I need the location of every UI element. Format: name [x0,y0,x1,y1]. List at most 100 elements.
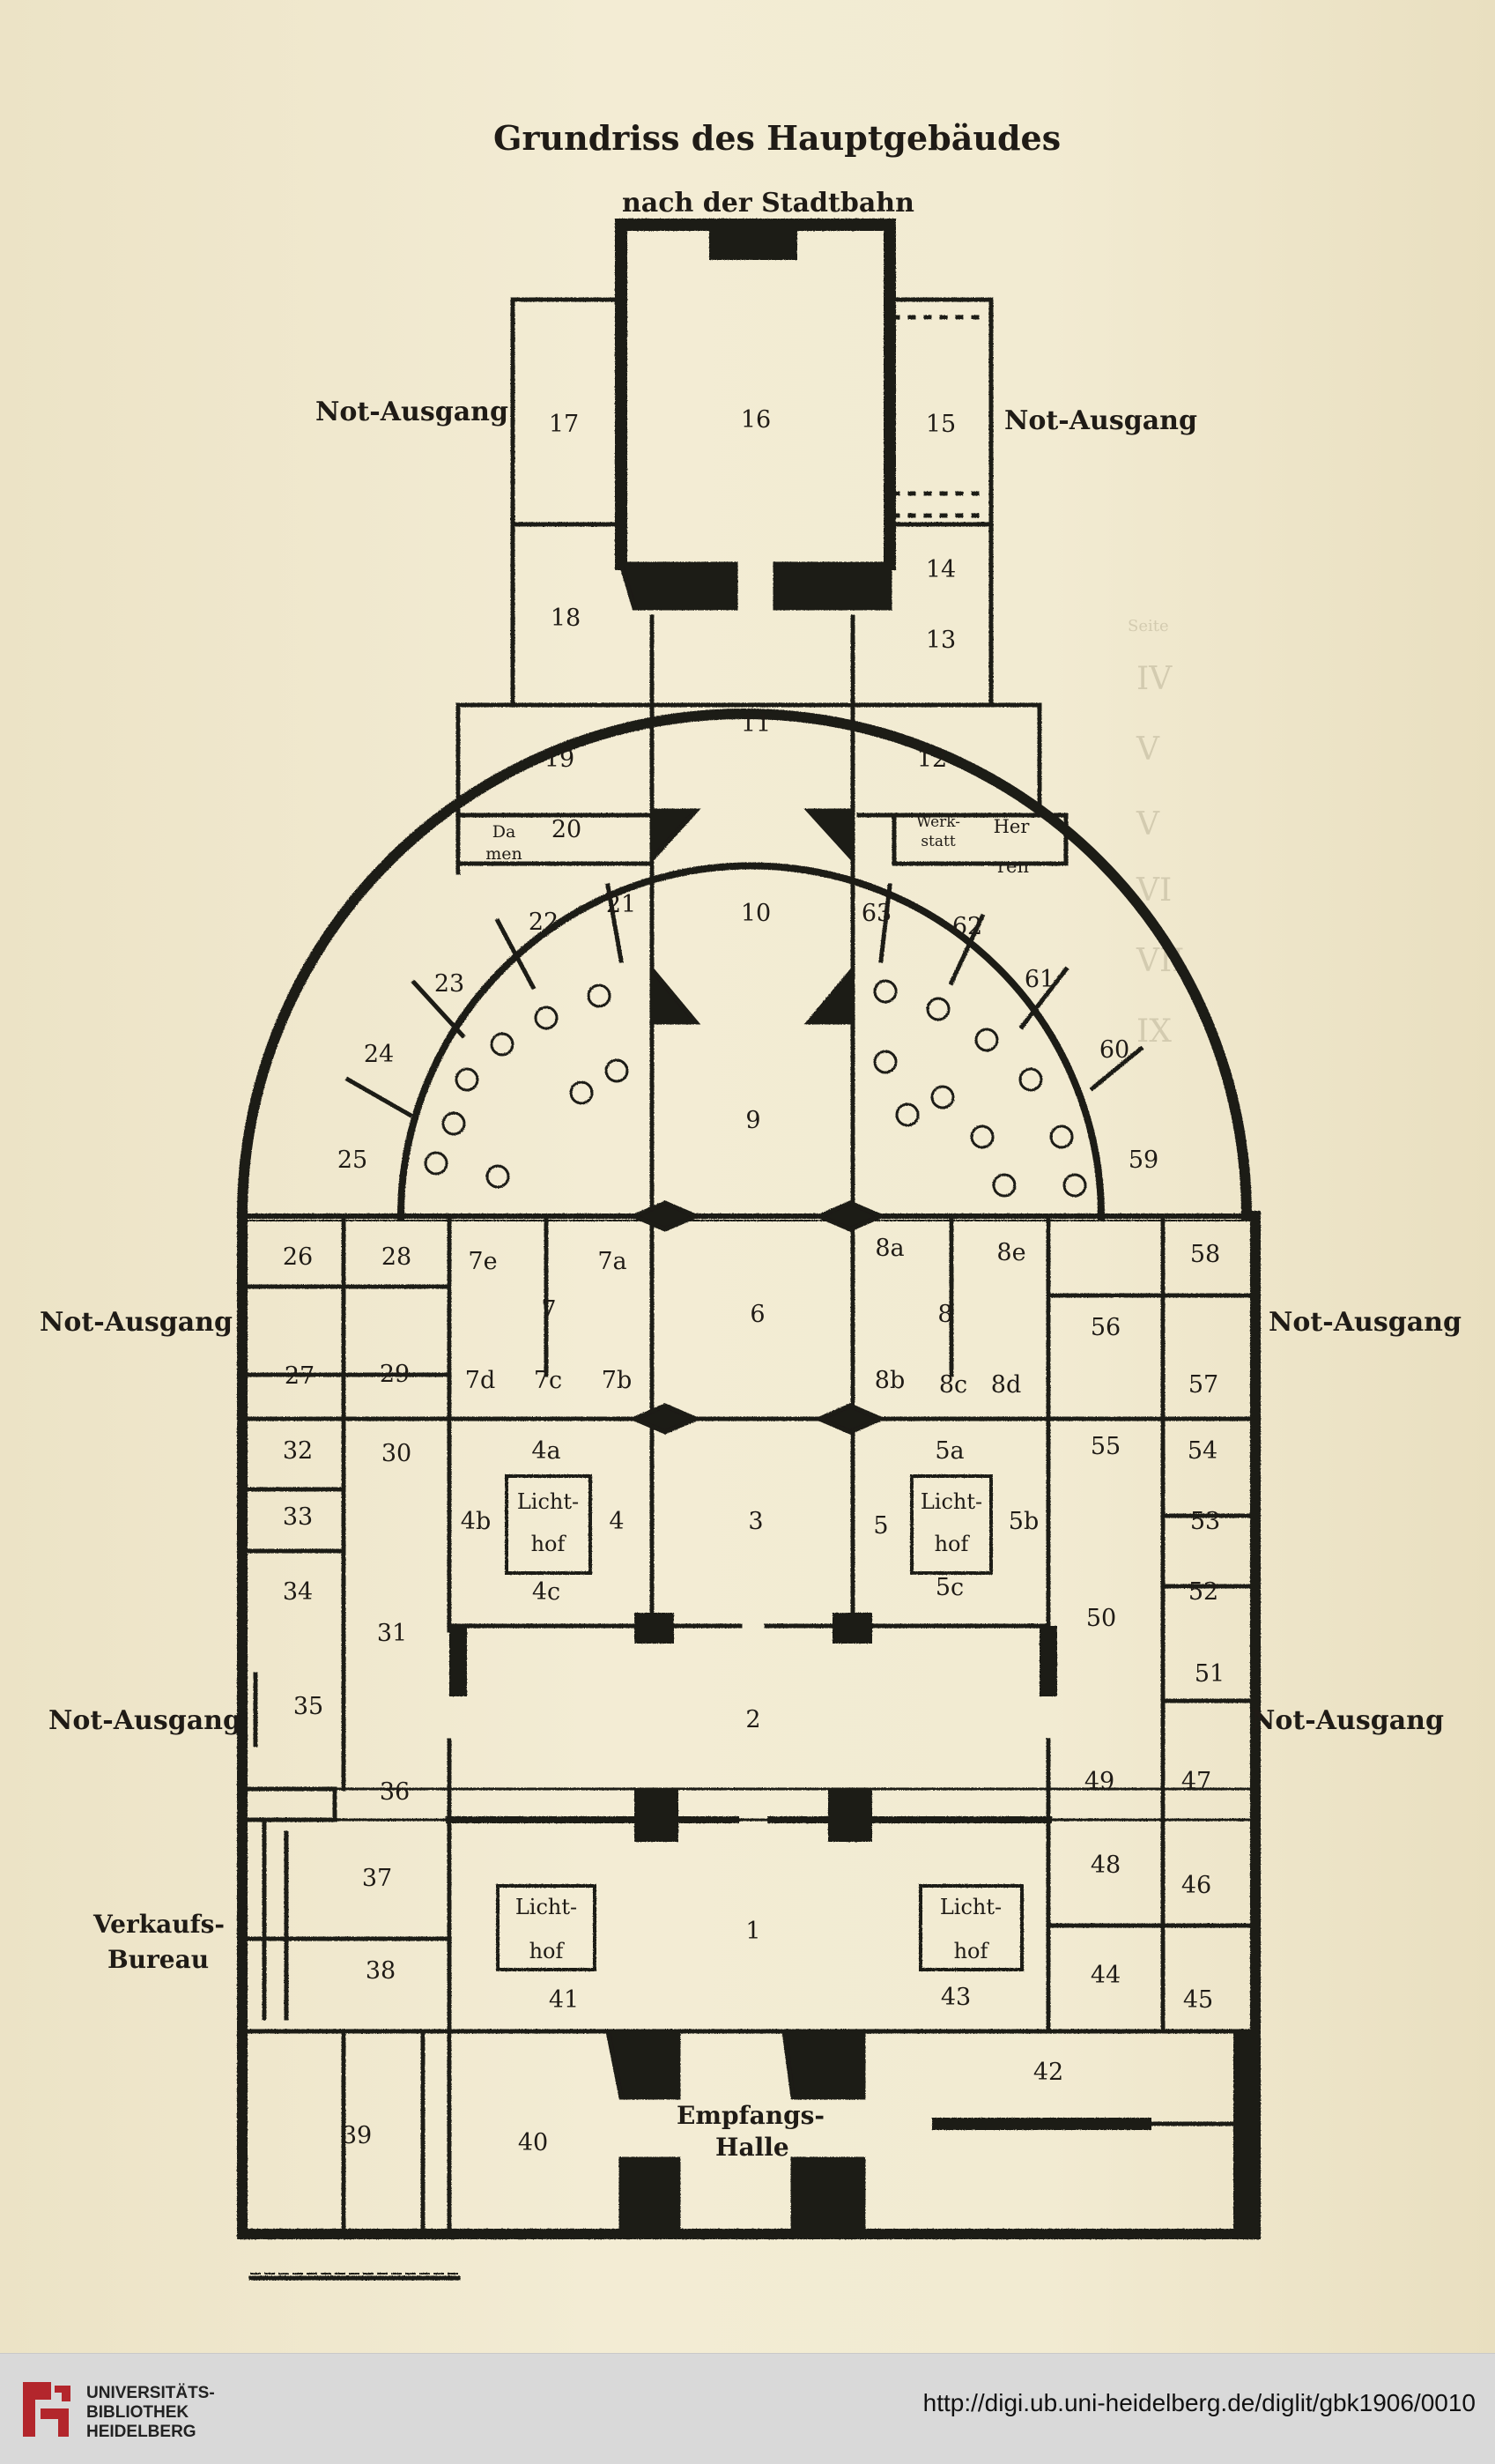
damen-label: men [485,844,522,864]
room-label: 10 [741,900,771,927]
room-label: 3 [748,1508,763,1535]
room-label: 8b [875,1367,905,1394]
plan-subtitle: nach der Stadtbahn [622,188,914,219]
room-label: 54 [1188,1437,1217,1465]
lichthof-label: Licht- [515,1895,577,1919]
room-label: 5 [873,1512,888,1540]
room-label: 48 [1091,1852,1121,1879]
room-label: 56 [1091,1314,1121,1341]
room-label: 22 [529,909,559,936]
room-label: 17 [549,411,579,438]
damen-label: Da [492,822,516,842]
room-label: 5a [935,1437,964,1465]
room-label: 7a [597,1248,626,1275]
empfang-label: Halle [715,2133,789,2162]
lichthof-label: Licht- [921,1489,982,1514]
room-label: 37 [362,1865,392,1892]
exit-label: Not-Ausgang [1251,1705,1444,1736]
room-label: 53 [1190,1508,1220,1535]
room-label: 5c [936,1574,964,1601]
room-label: 19 [544,746,574,773]
room-label: 7d [465,1367,495,1394]
empfang-label: Empfangs- [677,2101,825,2130]
room-label: 12 [917,746,947,773]
room-label: 21 [606,891,636,918]
room-label: 24 [364,1041,394,1068]
lichthof-label: Licht- [940,1895,1002,1919]
room-label: 62 [952,913,982,940]
room-label: 4b [461,1508,491,1535]
room-label: 4c [532,1578,560,1606]
lichthof-label: hof [954,1939,990,1963]
library-name: UNIVERSITÄTS- BIBLIOTHEK HEIDELBERG [86,2384,215,2441]
room-label: 1 [745,1918,760,1945]
garden-shrubs [424,979,1087,1198]
room-label: 59 [1129,1147,1158,1174]
room-label: 34 [283,1578,313,1606]
room-label: 41 [549,1986,579,2014]
room-label: 2 [745,1706,760,1733]
room-labels: 1 2 3 4 4a 4b 4c 5 5a 5b 5c 6 7 7a 7b 7c… [283,406,1225,2156]
room-label: 16 [741,406,771,434]
room-label: 25 [337,1147,367,1174]
room-label: 50 [1086,1605,1116,1632]
room-label: 13 [926,627,956,654]
room-label: 14 [926,556,956,583]
room-label: 8c [939,1371,967,1399]
room-label: 58 [1190,1241,1220,1268]
floor-plan: 1 2 3 4 4a 4b 4c 5 5a 5b 5c 6 7 7a 7b 7c… [236,219,1261,2281]
source-url-link[interactable]: http://digi.ub.uni-heidelberg.de/diglit/… [922,2389,1476,2416]
room-label: 4 [609,1508,624,1535]
room-label: 30 [381,1440,411,1467]
exit-label: Not-Ausgang [40,1307,233,1338]
room-label: 32 [283,1437,313,1465]
room-label: 4a [531,1437,560,1465]
room-label: 26 [283,1243,313,1271]
room-label: 52 [1188,1578,1218,1606]
room-label: 11 [741,710,771,738]
room-label: 15 [926,411,956,438]
room-label: 8 [937,1301,952,1328]
verkaufs-label: Bureau [107,1945,210,1974]
room-label: 39 [342,2122,372,2149]
room-label: 5b [1009,1508,1039,1535]
plan-title: Grundriss des Hauptgebäudes [493,118,1062,158]
room-label: 36 [380,1778,410,1806]
exit-label: Not-Ausgang [315,397,508,427]
room-label: 18 [551,605,581,632]
lichthof-label: hof [935,1532,971,1556]
lichthof-label: Licht- [517,1489,579,1514]
room-label: 57 [1188,1371,1218,1399]
room-label: 38 [366,1957,396,1985]
room-label: 9 [745,1107,760,1134]
room-label: 63 [862,900,892,927]
room-label: 8d [991,1371,1021,1399]
room-label: 40 [518,2129,548,2156]
room-label: 7e [468,1248,497,1275]
room-label: 46 [1181,1872,1211,1899]
heidelberg-library-logo-icon [23,2382,70,2437]
room-label: 31 [377,1620,407,1647]
herren-label: Her [994,816,1031,837]
lichthof-label: hof [531,1532,567,1556]
room-label: 29 [380,1361,410,1388]
room-label: 8e [996,1239,1025,1266]
lichthof-label: hof [529,1939,566,1963]
herren-label: ren [997,856,1029,877]
room-label: 49 [1084,1768,1114,1795]
room-label: 60 [1099,1036,1129,1064]
room-label: 6 [750,1301,765,1328]
room-label: 45 [1183,1986,1213,2014]
verkaufs-label: Verkaufs- [93,1910,226,1939]
library-footer: UNIVERSITÄTS- BIBLIOTHEK HEIDELBERG http… [0,2353,1495,2464]
room-label: 47 [1181,1768,1211,1795]
room-label: 28 [381,1243,411,1271]
werkstatt-label: statt [921,833,956,850]
room-label: 7c [534,1367,562,1394]
room-label: 55 [1091,1433,1121,1460]
exit-label: Not-Ausgang [1004,405,1197,436]
room-label: 51 [1195,1660,1225,1688]
room-label: 33 [283,1503,313,1531]
exit-label: Not-Ausgang [48,1705,241,1736]
room-label: 7b [602,1367,632,1394]
